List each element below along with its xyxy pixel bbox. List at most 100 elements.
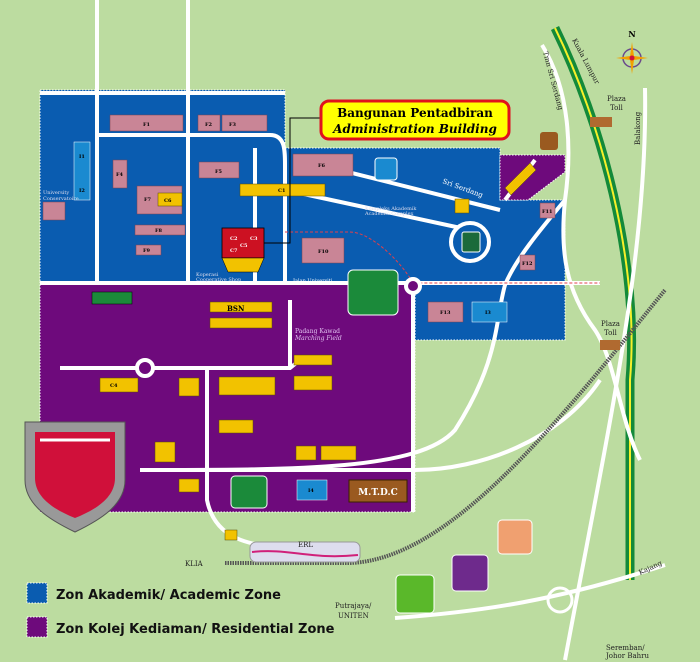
plaza-toll-label-2: Toll [610,104,624,112]
erl-railway[interactable] [225,288,667,565]
admin-building-callout[interactable]: Bangunan Pentadbiran Administration Buil… [264,99,511,244]
building-f4[interactable] [112,159,128,189]
sports-field-icon[interactable] [91,291,133,305]
code-f1: F1 [143,122,150,128]
code-f7: F7 [144,197,152,203]
conservatoire-label: University [43,190,69,196]
code-f4: F4 [116,172,124,178]
highway-centerline [554,27,633,580]
code-f9: F9 [143,248,151,254]
college-building[interactable] [218,419,254,434]
road-campus-southeast[interactable] [414,378,602,472]
code-f10: F10 [318,249,329,255]
coop-label: Koperasi [196,272,219,278]
college-building[interactable] [218,376,276,396]
administration-building[interactable] [221,227,265,259]
petrol-station-icon[interactable] [540,132,558,150]
code-c6: C6 [164,198,172,204]
putrajaya-label: Putrajaya/ [335,602,372,610]
code-c3: C3 [250,236,258,242]
college-building[interactable] [99,377,139,393]
college-buildings [99,162,537,541]
uniten-label: UNITEN [338,612,369,620]
building-f11[interactable] [539,202,556,219]
callout-title-english: Administration Building [332,122,497,136]
university-conservatoire-building[interactable] [42,201,66,221]
bsn-building[interactable] [209,301,273,313]
marching-field-label: Padang Kawad [295,328,340,335]
building-i3[interactable] [471,301,508,323]
college-building[interactable] [154,441,176,463]
code-i4: I4 [308,488,314,494]
legend-residential-swatch [26,616,48,638]
seremban-label: Seremban/ [606,644,645,652]
college-building[interactable] [178,377,200,397]
mtdc-label: M.T.D.C [358,488,398,498]
building-code-labels: F1 F2 F3 F4 F5 F6 F7 F8 F9 F10 F11 F12 F… [79,122,553,494]
stadium-icon[interactable] [497,519,533,555]
building-i1[interactable] [73,141,91,201]
klia-label: KLIA [185,560,204,568]
college-building[interactable] [293,354,333,366]
plaza-toll-label: Plaza [607,95,626,103]
forest-park-icon[interactable] [347,269,399,316]
johor-bahru-label: Johor Bahru [605,652,649,660]
toll-plaza-icon [590,117,612,127]
college-building[interactable] [178,478,200,493]
code-f5: F5 [215,169,223,175]
satellite-dish-icon[interactable] [451,554,489,592]
code-f13: F13 [440,310,451,316]
road-kajang[interactable] [394,563,666,620]
roundabout-jalan-universiti[interactable] [404,277,422,295]
mtdc-building[interactable] [348,479,408,503]
building-c8[interactable] [454,198,470,214]
hill-park-icon[interactable] [230,475,268,509]
college-building[interactable] [293,375,333,391]
building-f8[interactable] [134,224,186,236]
mosque-icon[interactable] [461,231,481,253]
marching-field-label-2: Marching Field [294,335,342,342]
code-f11: F11 [542,209,553,215]
building-f9[interactable] [135,244,162,256]
callout-title-malay: Bangunan Pentadbiran [337,106,493,120]
golf-course-icon[interactable] [395,574,435,614]
interchange[interactable] [546,586,574,614]
conservatoire-label-2: Conservatoire [43,196,79,202]
bsn-label: BSN [227,304,245,313]
building-c6[interactable] [157,192,183,207]
code-i1: I1 [79,154,85,160]
roundabout-residential[interactable] [135,358,155,378]
code-f6: F6 [318,163,326,169]
code-c5: C5 [240,243,248,249]
upm-logo [24,421,126,533]
jalan-universiti-label: Jalan Universiti [292,278,333,284]
building-f2[interactable] [197,114,221,132]
legend-academic-swatch [26,582,48,604]
building-c-south[interactable] [224,529,238,541]
campus-roads[interactable] [40,0,600,512]
building-f6[interactable] [292,153,354,177]
code-i3: I3 [485,310,491,316]
swimming-pool-icon[interactable] [374,157,398,181]
code-f12: F12 [522,261,533,267]
building-f3[interactable] [221,114,268,132]
building-f12[interactable] [519,254,536,271]
code-c2: C2 [230,236,238,242]
college-building[interactable] [209,317,273,329]
building-f5[interactable] [198,161,240,179]
academic-complex-label-2: Academic Complex [364,211,414,217]
code-c1: C1 [278,188,285,194]
plaza-toll-south-label-2: Toll [604,329,618,337]
building-c1[interactable] [239,183,326,197]
code-f2: F2 [205,122,213,128]
building-f13[interactable] [427,301,464,323]
building-f1[interactable] [109,114,184,132]
code-f3: F3 [229,122,237,128]
college-ne[interactable] [504,162,537,196]
building-i4[interactable] [296,479,328,501]
compass-north-label: N [628,29,635,39]
college-building[interactable] [320,445,357,461]
compass-rose-icon: N [616,29,648,74]
building-f10[interactable] [301,237,345,264]
college-building[interactable] [295,445,317,461]
